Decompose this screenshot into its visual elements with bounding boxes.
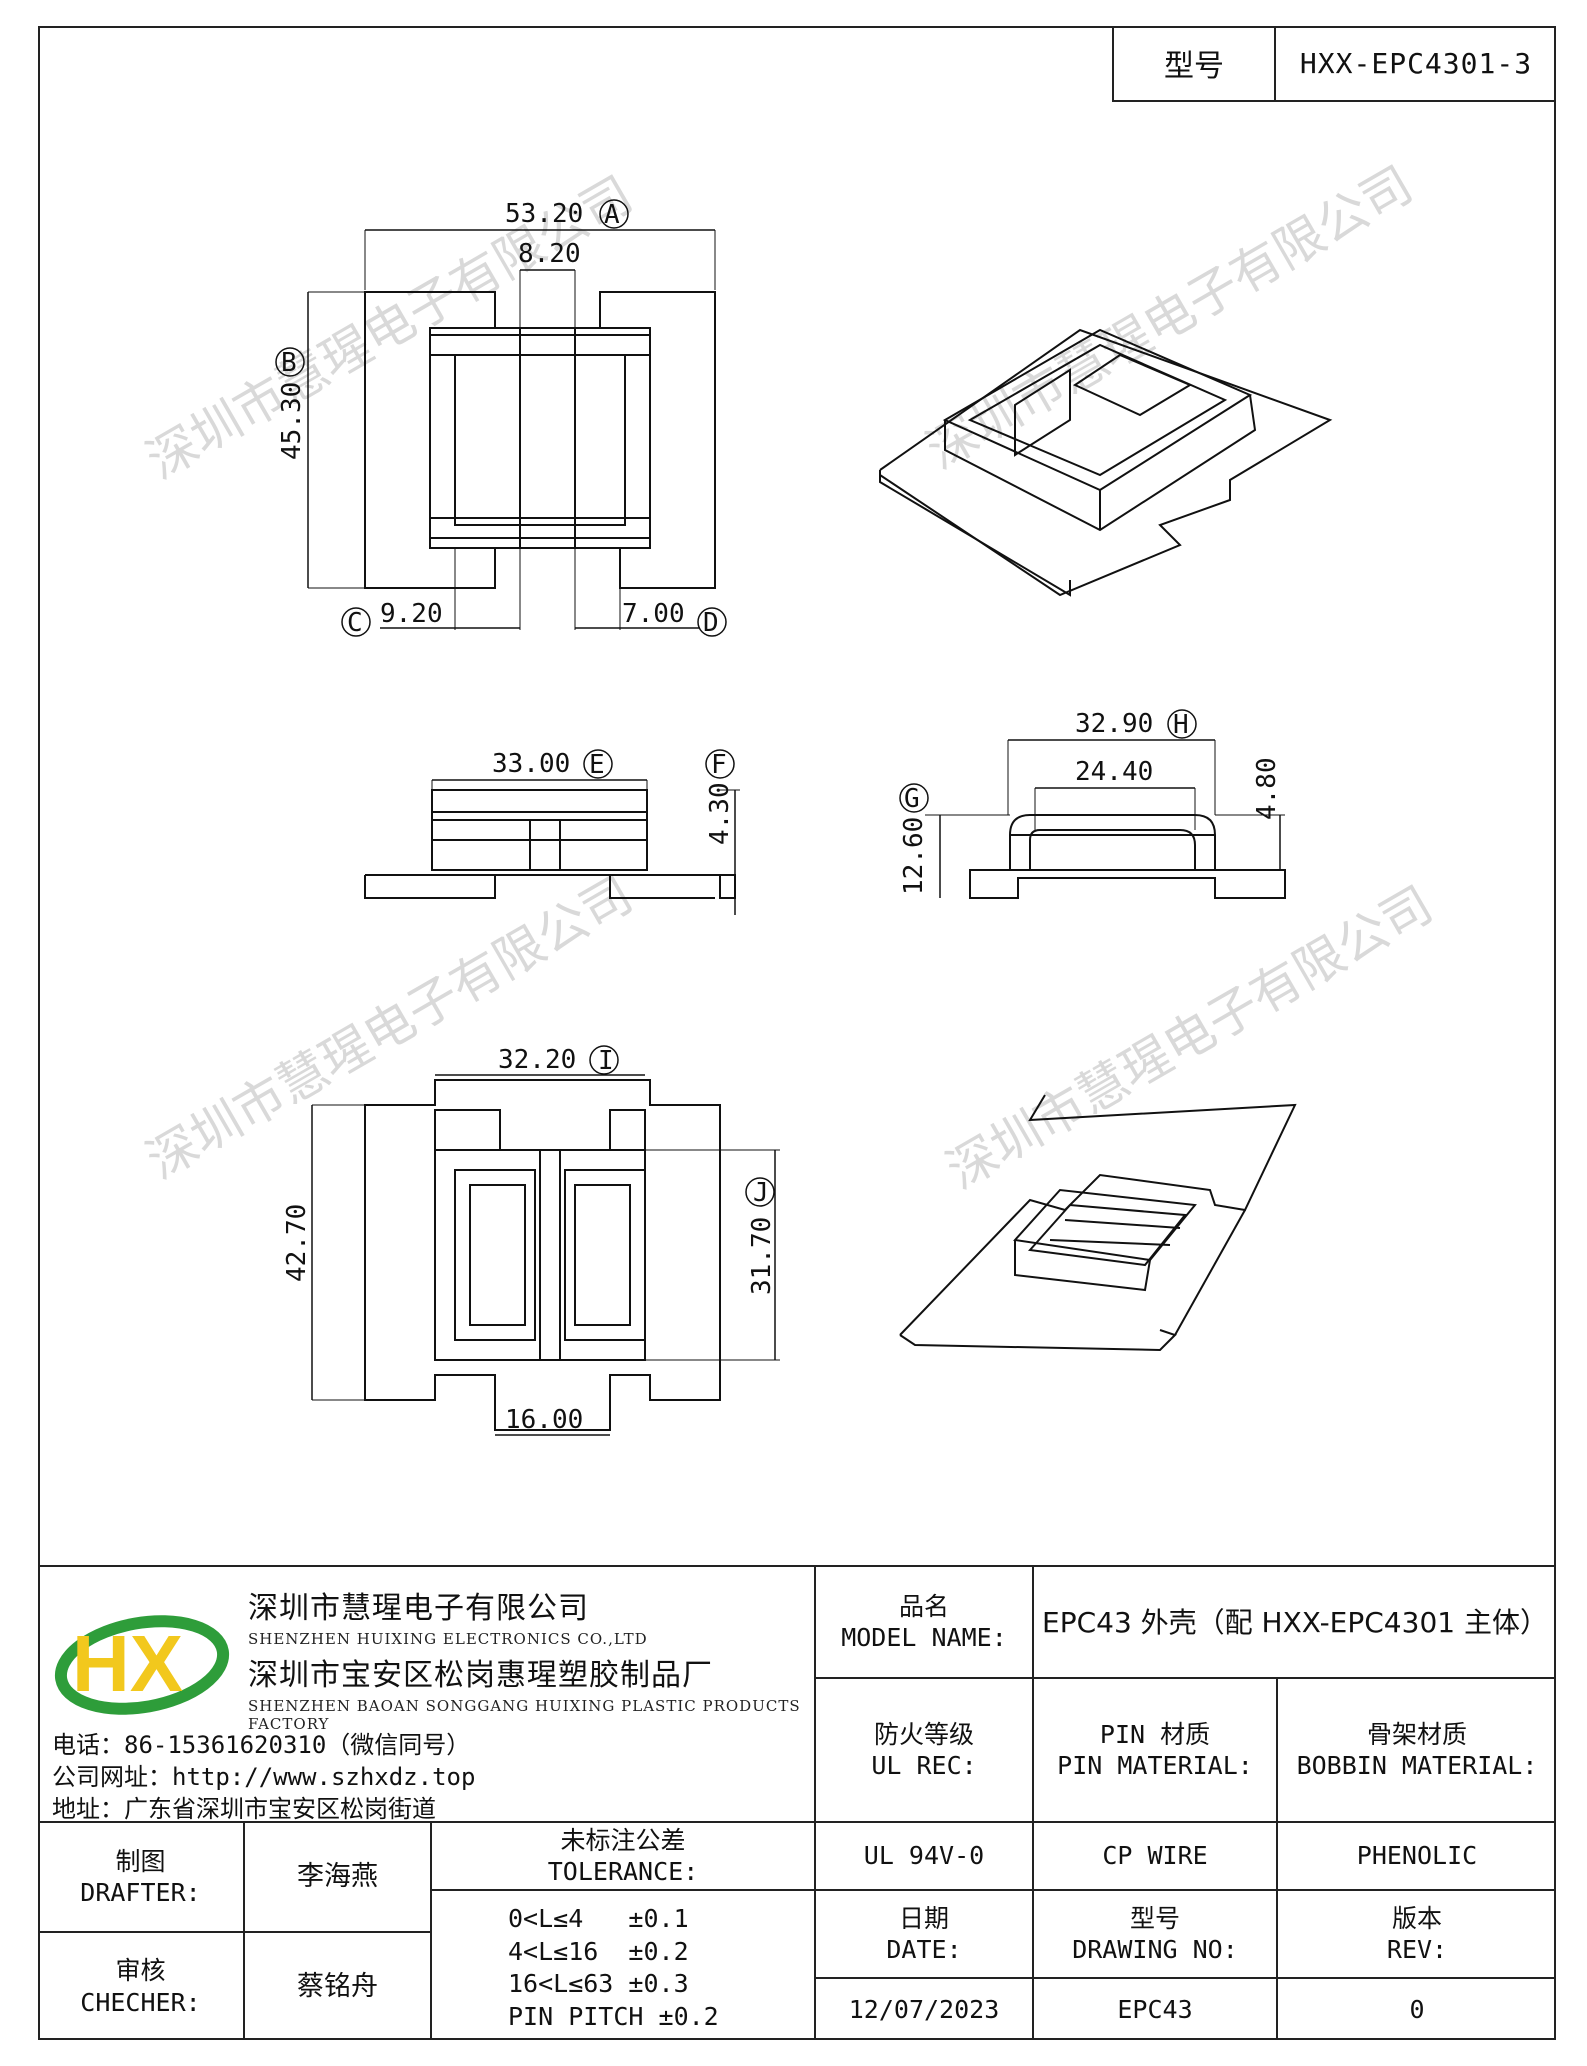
ul-rec-value: UL 94V-0 [863, 1841, 985, 1871]
ul-rec-en: UL REC: [871, 1751, 977, 1780]
watermark-3: 深圳市慧瑆电子有限公司 [137, 865, 642, 1190]
tolerance-item: PIN PITCH ±0.2 [508, 2001, 719, 2031]
rev-en: REV: [1386, 1935, 1448, 1964]
company-name-en: SHENZHEN HUIXING ELECTRONICS CO.,LTD [248, 1630, 648, 1648]
dim-d-value: 7.00 [622, 599, 685, 629]
dim-bottom-height: 42.70 [282, 1204, 312, 1282]
dim-g-tag: G [904, 784, 920, 814]
dim-top-width-tag: A [604, 200, 620, 230]
dim-f-tag: F [711, 750, 727, 780]
drawing-no-cn: 型号 [1129, 1903, 1180, 1933]
dim-c-value: 9.20 [380, 599, 443, 629]
bobbin-material-label: 骨架材质 BOBBIN MATERIAL: [1278, 1679, 1556, 1821]
drawing-no-value: EPC43 [1117, 1994, 1193, 2024]
drafter-label: 制图 DRAFTER: [38, 1823, 243, 1931]
checker-cn: 审核 [115, 1956, 166, 1986]
drafter-cn: 制图 [115, 1846, 166, 1876]
model-name-cn: 品名 [898, 1591, 949, 1621]
factory-name-cn: 深圳市宝安区松岗惠瑆塑胶制品厂 [248, 1658, 713, 1693]
date-value: 12/07/2023 [848, 1994, 1000, 2024]
drawing-frame [38, 26, 1556, 2040]
dim-height-b: 45.30 [277, 382, 307, 460]
isometric-view-top [879, 328, 1333, 597]
tolerance-item: 0<L≤4 ±0.1 [508, 1904, 689, 1933]
company-address: 地址：广东省深圳市宝安区松岗街道 [52, 1795, 436, 1823]
dim-inner-width: 24.40 [1075, 757, 1153, 787]
watermark-2: 深圳市慧瑆电子有限公司 [917, 155, 1422, 480]
pin-material-cn: PIN 材质 [1099, 1719, 1211, 1749]
model-number-box: 型号 HXX-EPC4301-3 [1112, 26, 1556, 102]
tolerance-en: TOLERANCE: [547, 1857, 699, 1886]
logo-text: HX [72, 1619, 183, 1708]
drafter-name: 李海燕 [297, 1861, 378, 1893]
tolerance-cn: 未标注公差 [560, 1825, 686, 1855]
dim-i-value: 32.20 [498, 1045, 576, 1075]
watermark-group: 深圳市慧瑆电子有限公司 深圳市慧瑆电子有限公司 深圳市慧瑆电子有限公司 深圳市慧… [137, 155, 1442, 1200]
watermark-4: 深圳市慧瑆电子有限公司 [937, 875, 1442, 1200]
company-phone: 电话：86-15361620310（微信同号） [52, 1731, 471, 1759]
bobbin-material-en: BOBBIN MATERIAL: [1296, 1751, 1538, 1780]
technical-drawing: 深圳市慧瑆电子有限公司 深圳市慧瑆电子有限公司 深圳市慧瑆电子有限公司 深圳市慧… [137, 155, 1442, 1436]
dim-j-value: 31.70 [747, 1217, 777, 1295]
rev-value: 0 [1409, 1994, 1425, 2024]
checker-en: CHECHER: [80, 1987, 201, 2017]
front-view [364, 779, 740, 915]
rev-cn: 版本 [1391, 1903, 1442, 1933]
tolerance-list: 0<L≤4 ±0.1 4<L≤16 ±0.2 16<L≤63 ±0.3 PIN … [508, 1903, 808, 2033]
drafter-en: DRAFTER: [80, 1878, 201, 1907]
drawing-no-label: 型号 DRAWING NO: [1034, 1891, 1276, 1977]
dim-c-tag: C [347, 608, 363, 638]
tolerance-label: 未标注公差 TOLERANCE: [432, 1823, 814, 1889]
bottom-view [311, 1074, 780, 1436]
company-website[interactable]: 公司网址：http://www.szhxdz.top [52, 1763, 476, 1791]
date-en: DATE: [886, 1935, 962, 1964]
dim-e-value: 33.00 [492, 749, 570, 779]
pin-material-en: PIN MATERIAL: [1057, 1751, 1253, 1780]
drawing-no-en: DRAWING NO: [1072, 1935, 1238, 1964]
dim-i-tag: I [598, 1046, 614, 1076]
dim-j-tag: J [753, 1178, 769, 1208]
title-block: HX 深圳市慧瑆电子有限公司 SHENZHEN HUIXING ELECTRON… [38, 1565, 1556, 2040]
top-view [307, 229, 716, 630]
factory-name-en: SHENZHEN BAOAN SONGGANG HUIXING PLASTIC … [248, 1697, 801, 1733]
company-logo: HX [54, 1615, 230, 1715]
date-cn: 日期 [898, 1903, 949, 1933]
model-name-en: MODEL NAME: [841, 1623, 1007, 1652]
model-label: 型号 [1114, 26, 1276, 100]
tolerance-item: 4<L≤16 ±0.2 [508, 1936, 689, 1966]
dim-g-value: 12.60 [899, 817, 929, 895]
model-value: HXX-EPC4301-3 [1299, 46, 1533, 80]
dim-bottom-width: 16.00 [505, 1405, 583, 1435]
date-label: 日期 DATE: [816, 1891, 1032, 1977]
tolerance-item: 16<L≤63 ±0.3 [508, 1969, 689, 1998]
dim-h-tag: H [1173, 710, 1189, 740]
dim-top-width: 53.20 [505, 199, 583, 229]
dim-d-tag: D [703, 608, 719, 638]
pin-material-label: PIN 材质 PIN MATERIAL: [1034, 1679, 1276, 1821]
dim-side-height: 4.80 [1252, 757, 1282, 820]
pin-material-value: CP WIRE [1102, 1841, 1208, 1871]
dim-h-value: 32.90 [1075, 709, 1153, 739]
rev-label: 版本 REV: [1278, 1891, 1556, 1977]
dim-center-width: 8.20 [518, 239, 581, 269]
company-name-cn: 深圳市慧瑆电子有限公司 [248, 1591, 589, 1626]
isometric-view-bottom [899, 1094, 1297, 1352]
dim-f-value: 4.30 [705, 782, 735, 845]
model-name-label: 品名 MODEL NAME: [816, 1567, 1032, 1677]
model-name-value: EPC43 外壳（配 HXX-EPC4301 主体） [1042, 1605, 1548, 1639]
dim-e-tag: E [589, 750, 605, 780]
bobbin-material-cn: 骨架材质 [1366, 1719, 1467, 1749]
ul-rec-cn: 防火等级 [873, 1719, 974, 1749]
checker-label: 审核 CHECHER: [38, 1933, 243, 2040]
bobbin-material-value: PHENOLIC [1356, 1841, 1478, 1871]
dim-height-b-tag: B [281, 348, 297, 378]
dimension-labels: 53.20 A 8.20 45.30 B C 9.20 7.00 D 33.00… [275, 199, 1282, 1435]
side-view [925, 739, 1286, 899]
ul-rec-label: 防火等级 UL REC: [816, 1679, 1032, 1821]
checker-name: 蔡铭舟 [297, 1970, 378, 2002]
